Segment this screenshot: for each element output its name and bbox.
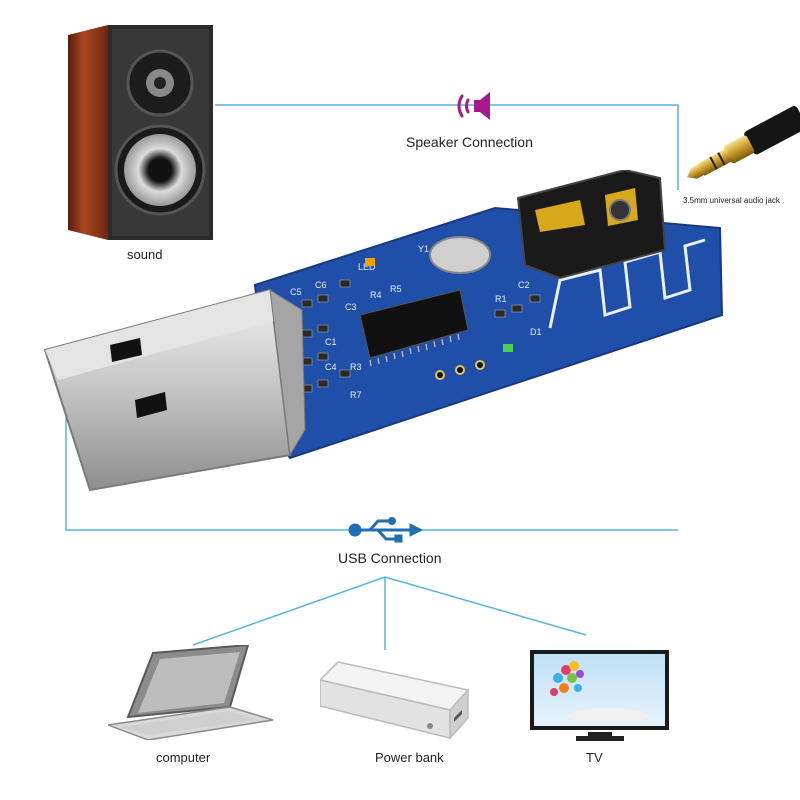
silk-r7: R7: [350, 390, 362, 400]
silk-led: LED: [358, 262, 376, 272]
power-bank-label: Power bank: [375, 750, 444, 765]
speaker-connection-label: Speaker Connection: [406, 134, 533, 150]
sound-label: sound: [127, 247, 163, 262]
branch-tv: [384, 576, 587, 636]
computer-label: computer: [156, 750, 211, 765]
laptop-computer: [108, 645, 274, 740]
bookshelf-speaker: [68, 25, 213, 240]
silk-r3: R3: [350, 362, 362, 372]
silk-r5: R5: [390, 284, 402, 294]
speaker-connection-line: [215, 104, 679, 190]
silk-c5: C5: [290, 287, 302, 297]
usb-connection-label: USB Connection: [338, 550, 442, 566]
usb-connection-line: [65, 395, 678, 531]
silk-c6: C6: [315, 280, 327, 290]
silk-r4: R4: [370, 290, 382, 300]
television: [530, 650, 669, 741]
silk-c2: C2: [518, 280, 530, 290]
silk-d1: D1: [530, 327, 542, 337]
tv-label: TV: [586, 750, 603, 765]
speaker-sound-icon: [457, 92, 490, 120]
audio-jack-cable: [687, 106, 800, 179]
silk-r1: R1: [495, 294, 507, 304]
silk-y1: Y1: [418, 244, 429, 254]
branch-computer: [192, 576, 386, 646]
silk-c4: C4: [325, 362, 337, 372]
silk-c3: C3: [345, 302, 357, 312]
usb-bluetooth-module: C5 C6 C3 R4 R5 C9 C7 C1 C4 R3 C8 R7 C2 R…: [43, 170, 724, 492]
audio-jack-label: 3.5mm universal audio jack: [683, 196, 780, 205]
silk-c1: C1: [325, 337, 337, 347]
usb-icon: [348, 517, 424, 543]
power-bank: [320, 661, 470, 740]
